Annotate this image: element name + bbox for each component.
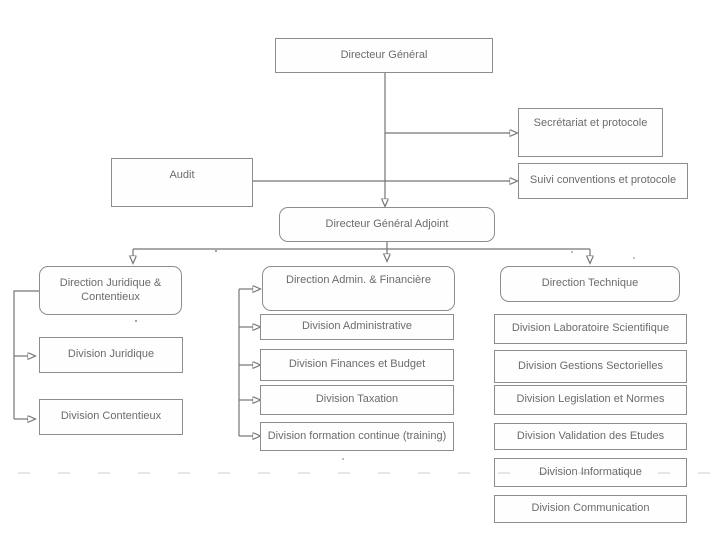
node-division-communication: Division Communication [494,495,687,523]
node-label: Division Legislation et Normes [516,393,665,406]
node-division-laboratoire-scientifique: Division Laboratoire Scientifique [494,314,687,344]
node-label: Division Gestions Sectorielles [518,359,663,372]
node-label: Division Taxation [315,393,399,406]
node-label: Audit [169,169,195,181]
node-label: Directeur Général [340,48,428,61]
node-direction-technique: Direction Technique [500,266,680,302]
node-label: Division formation continue (training) [267,429,447,442]
node-label: Division Juridique [67,348,155,361]
node-division-contentieux: Division Contentieux [39,399,183,435]
node-label: Direction Juridique & Contentieux [59,276,162,303]
node-audit: Audit [111,158,253,207]
node-label: Division Informatique [539,465,642,478]
node-direction-admin-financiere: Direction Admin. & Financière [262,266,455,311]
node-division-administrative: Division Administrative [260,314,454,340]
node-label: Division Contentieux [60,410,162,423]
node-label: Suivi conventions et protocole [529,174,677,187]
node-label: Directeur Général Adjoint [325,217,449,230]
node-label: Division Validation des Etudes [516,429,665,442]
node-division-formation-continue: Division formation continue (training) [260,422,454,451]
scan-artifact-streak [18,472,713,474]
node-label: Direction Admin. & Financière [286,274,431,286]
node-label: Direction Technique [541,277,639,290]
node-division-juridique: Division Juridique [39,337,183,373]
node-direction-juridique-contentieux: Direction Juridique & Contentieux [39,266,182,315]
scan-artifact-specks [0,0,2,2]
node-suivi-conventions: Suivi conventions et protocole [518,163,688,199]
node-division-finances-budget: Division Finances et Budget [260,349,454,381]
node-label: Division Laboratoire Scientifique [511,322,670,335]
node-label: Secrétariat et protocole [533,117,648,129]
node-directeur-general: Directeur Général [275,38,493,73]
bracket-admin [238,289,253,436]
bracket-juridique [13,290,39,419]
node-label: Division Finances et Budget [288,358,426,371]
node-division-gestions-sectorielles: Division Gestions Sectorielles [494,350,687,383]
edge-dga-to-directions [133,242,590,256]
node-division-taxation: Division Taxation [260,385,454,415]
node-secretariat-et-protocole: Secrétariat et protocole [518,108,663,157]
node-label: Division Communication [531,502,650,515]
node-division-informatique: Division Informatique [494,458,687,487]
node-division-validation-etudes: Division Validation des Etudes [494,423,687,450]
node-directeur-general-adjoint: Directeur Général Adjoint [279,207,495,242]
node-label: Division Administrative [301,320,413,333]
node-division-legislation-normes: Division Legislation et Normes [494,385,687,415]
